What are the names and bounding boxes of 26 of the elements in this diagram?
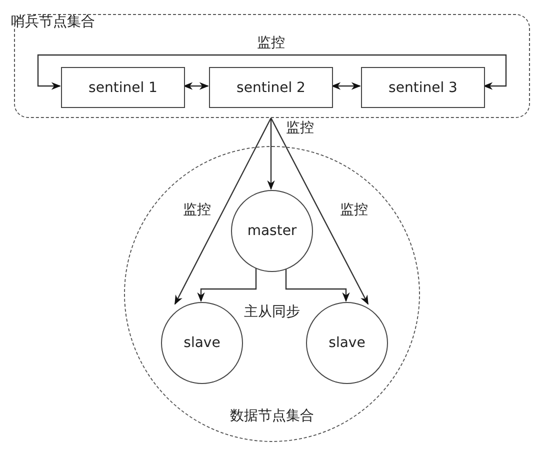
node-label: master: [247, 223, 297, 239]
edge-label: 监控: [181, 201, 213, 219]
group-title: 数据节点集合: [230, 407, 314, 425]
arrow: [270, 118, 369, 305]
node-label: sentinel 1: [88, 80, 158, 96]
process-box: [61, 67, 185, 108]
group-title: 哨兵节点集合: [11, 13, 95, 31]
arrow: [37, 54, 507, 90]
node-label: sentinel 3: [388, 80, 458, 96]
node-label: slave: [184, 335, 220, 351]
edge-label: 监控: [338, 201, 370, 219]
arrow: [183, 82, 209, 90]
edge-label: 监控: [255, 34, 287, 52]
node-circle: [231, 190, 313, 272]
arrow: [267, 118, 275, 190]
arrow: [197, 267, 257, 302]
arrow: [285, 267, 350, 302]
edge-label: 主从同步: [242, 303, 302, 321]
node-label: slave: [328, 335, 366, 351]
process-box: [209, 67, 333, 108]
node-label: sentinel 2: [236, 80, 306, 96]
arrow: [174, 118, 272, 305]
cluster-circle: [124, 146, 420, 442]
arrow: [331, 82, 361, 90]
edge-label: 监控: [284, 119, 316, 137]
process-box: [361, 67, 485, 108]
